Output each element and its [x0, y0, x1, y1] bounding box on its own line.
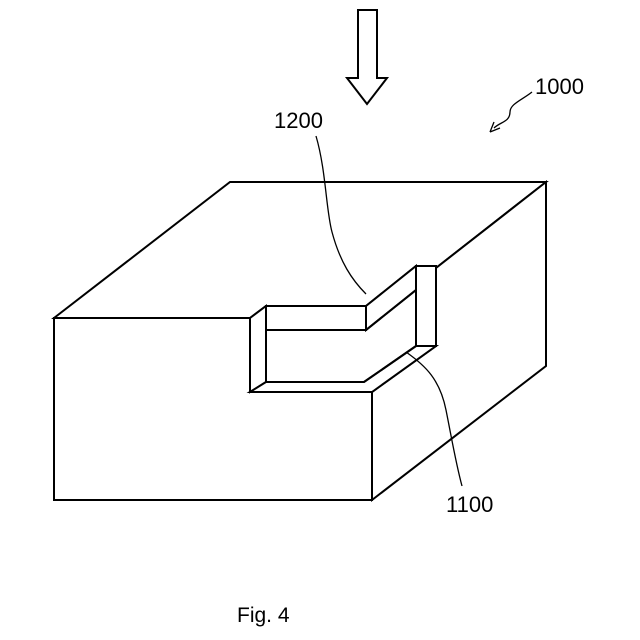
direction-arrow-icon — [347, 10, 387, 104]
layer-side-wall — [416, 266, 436, 346]
label-1000: 1000 — [535, 74, 584, 99]
leader-line-1000 — [494, 92, 532, 128]
figure-caption: Fig. 4 — [237, 604, 290, 627]
layer-left-wall — [250, 306, 266, 392]
recess-back-wall — [266, 306, 366, 330]
label-1200: 1200 — [274, 108, 323, 133]
label-1100: 1100 — [446, 492, 493, 517]
